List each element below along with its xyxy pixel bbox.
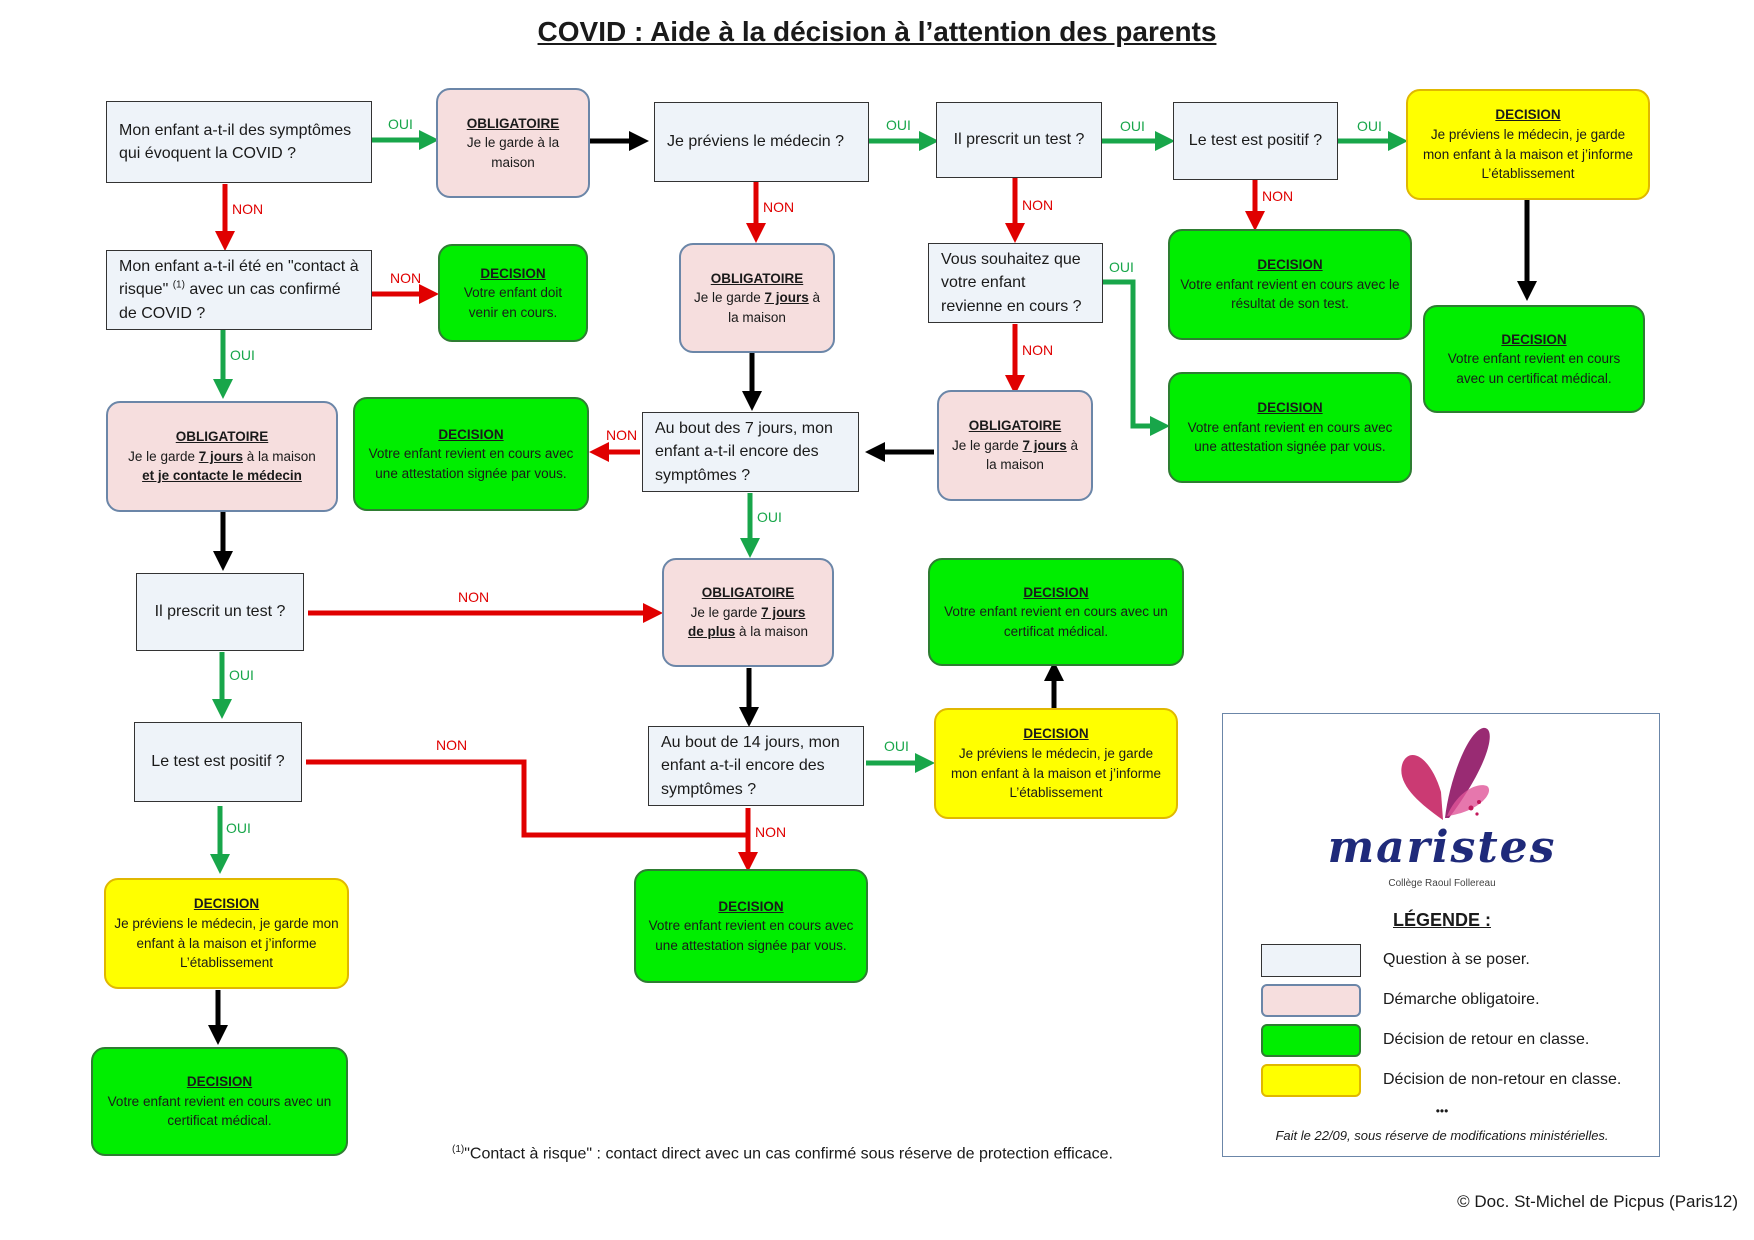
label-yes: OUI <box>388 116 413 132</box>
logo-wordmark: maristes <box>1327 822 1557 873</box>
arrow-positive-left-no <box>306 759 748 838</box>
node-heading: DECISION <box>438 426 504 442</box>
mandatory-keep-home: OBLIGATOIRE Je le garde à la maison <box>436 88 590 198</box>
decision-return-certificate-mid: DECISION Votre enfant revient en cours a… <box>928 558 1184 666</box>
label-no: NON <box>763 199 795 215</box>
node-heading: DECISION <box>186 1074 253 1090</box>
question-test-positive-top: Le test est positif ? <box>1173 102 1338 180</box>
label-no: NON <box>1262 188 1294 204</box>
copyright: © Doc. St-Michel de Picpus (Paris12) <box>1457 1192 1738 1211</box>
legend-title: LÉGENDE : <box>1392 910 1491 930</box>
decision-return-attestation-right: DECISION Votre enfant revient en cours a… <box>1168 372 1412 483</box>
label-no: NON <box>755 824 787 840</box>
legend-label: Question à se poser. <box>1383 951 1530 968</box>
decision-must-come: DECISION Votre enfant doit venir en cour… <box>438 244 588 342</box>
label-yes: OUI <box>1357 118 1382 134</box>
legend-swatch-question <box>1261 944 1361 977</box>
question-contact-risk: Mon enfant a-t-il été en "contact à risq… <box>106 250 372 330</box>
legend-swatch-return <box>1261 1024 1361 1057</box>
legend-swatch-no-return <box>1261 1064 1361 1097</box>
decision-return-certificate-left: DECISION Votre enfant revient en cours a… <box>91 1047 348 1156</box>
mandatory-7-days-mid: OBLIGATOIRE Je le garde 7 jours à la mai… <box>679 243 835 353</box>
node-heading: DECISION <box>1023 726 1089 742</box>
label-no: NON <box>458 589 490 605</box>
node-heading: DECISION <box>480 265 546 281</box>
legend-swatch-mandatory <box>1261 984 1361 1017</box>
node-heading: OBLIGATOIRE <box>710 270 804 286</box>
logo-subtitle: Collège Raoul Follereau <box>1388 878 1496 889</box>
label-no: NON <box>1022 197 1054 213</box>
question-prescribe-test-top: Il prescrit un test ? <box>936 102 1102 178</box>
node-heading: DECISION <box>1257 257 1323 273</box>
question-warn-doctor: Je préviens le médecin ? <box>654 102 869 182</box>
question-symptoms: Mon enfant a-t-il des symptômes qui évoq… <box>106 101 372 183</box>
arrow-want-return-yes <box>1103 279 1170 436</box>
decision-no-return-mid: DECISION Je préviens le médecin, je gard… <box>934 708 1178 819</box>
decision-return-attestation-left: DECISION Votre enfant revient en cours a… <box>353 397 589 511</box>
label-yes: OUI <box>1120 118 1145 134</box>
node-heading: DECISION <box>1023 584 1089 600</box>
label-yes: OUI <box>884 738 909 754</box>
label-no: NON <box>1022 342 1054 358</box>
decision-return-test-result: DECISION Votre enfant revient en cours a… <box>1168 229 1412 340</box>
label-yes: OUI <box>226 820 251 836</box>
question-after-14-days: Au bout de 14 jours, mon enfant a-t-il e… <box>648 726 864 806</box>
question-test-positive-left: Le test est positif ? <box>134 722 302 802</box>
question-prescribe-test-left: Il prescrit un test ? <box>136 573 304 651</box>
legend-note: Fait le 22/09, sous réserve de modificat… <box>1275 1128 1609 1143</box>
mandatory-7-days-contact-doctor: OBLIGATOIRE Je le garde 7 jours à la mai… <box>106 401 338 512</box>
label-no: NON <box>436 737 468 753</box>
decision-no-return-top: DECISION Je préviens le médecin, je gard… <box>1406 89 1650 200</box>
legend-panel: maristes Collège Raoul Follereau LÉGENDE… <box>1222 713 1660 1157</box>
label-no: NON <box>232 201 264 217</box>
node-heading: DECISION <box>1501 331 1567 347</box>
legend-dots: ••• <box>1435 1104 1449 1118</box>
decision-return-certificate-top: DECISION Votre enfant revient en cours a… <box>1423 305 1645 413</box>
page-title: COVID : Aide à la décision à l’attention… <box>537 16 1217 47</box>
node-heading: OBLIGATOIRE <box>466 115 560 131</box>
butterfly-logo-icon <box>1401 727 1490 820</box>
label-yes: OUI <box>230 347 255 363</box>
label-yes: OUI <box>757 509 782 525</box>
mandatory-7-days-right: OBLIGATOIRE Je le garde 7 jours à la mai… <box>937 390 1093 501</box>
node-heading: OBLIGATOIRE <box>175 429 269 445</box>
mandatory-7-more-days: OBLIGATOIRE Je le garde 7 jours de plus … <box>662 558 834 667</box>
node-heading: DECISION <box>718 898 784 914</box>
label-no: NON <box>606 427 638 443</box>
node-heading: DECISION <box>1495 107 1561 123</box>
node-heading: DECISION <box>193 896 260 912</box>
node-heading: DECISION <box>1257 400 1323 416</box>
footnote: (1)"Contact à risque" : contact direct a… <box>452 1144 1113 1163</box>
legend-label: Démarche obligatoire. <box>1383 991 1540 1008</box>
question-want-return: Vous souhaitez que votre enfant revienne… <box>928 243 1103 323</box>
legend-label: Décision de non-retour en classe. <box>1383 1071 1622 1088</box>
question-after-7-days: Au bout des 7 jours, mon enfant a-t-il e… <box>642 412 859 492</box>
node-heading: OBLIGATOIRE <box>968 418 1062 434</box>
node-heading: OBLIGATOIRE <box>701 585 795 601</box>
label-yes: OUI <box>229 667 254 683</box>
label-yes: OUI <box>1109 259 1134 275</box>
legend-label: Décision de retour en classe. <box>1383 1031 1590 1048</box>
decision-return-attestation-bottom: DECISION Votre enfant revient en cours a… <box>634 869 868 983</box>
decision-no-return-left: DECISION Je préviens le médecin, je gard… <box>104 878 349 989</box>
label-yes: OUI <box>886 117 911 133</box>
label-no: NON <box>390 270 422 286</box>
